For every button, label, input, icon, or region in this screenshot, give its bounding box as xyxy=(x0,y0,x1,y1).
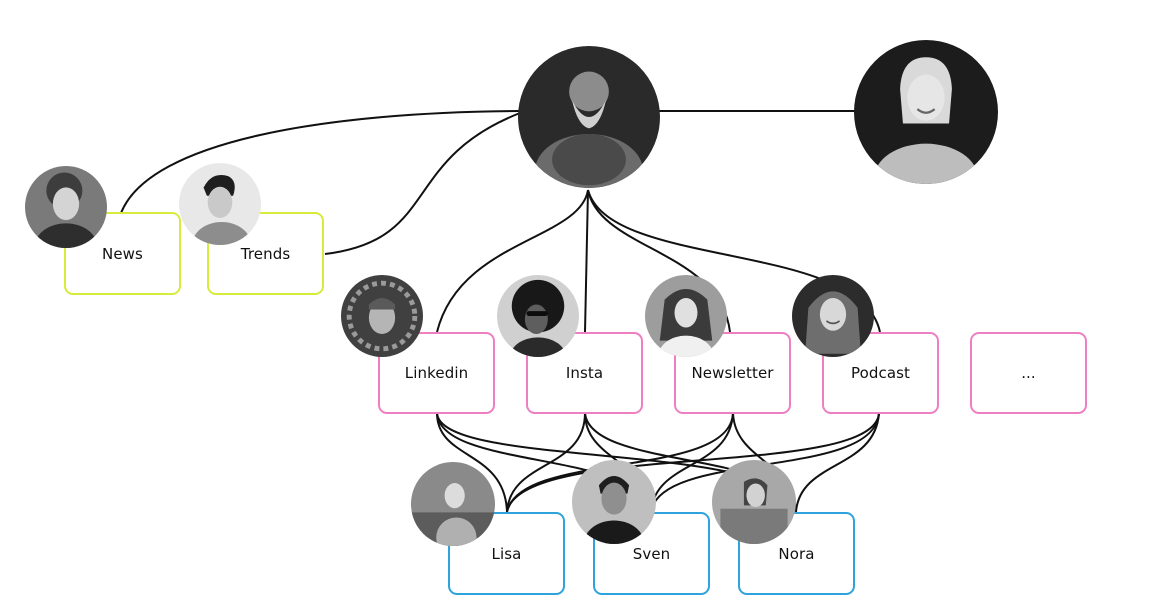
source-label-trends: Trends xyxy=(240,244,291,263)
connector-insta-to-lisa xyxy=(506,412,586,513)
person-label-nora: Nora xyxy=(778,544,815,563)
hub-avatar[interactable] xyxy=(518,46,660,188)
portrait-icon xyxy=(179,163,261,245)
person-avatar-nora xyxy=(712,460,796,544)
person-label-sven: Sven xyxy=(632,544,671,563)
connector-linkedin-to-lisa xyxy=(436,412,508,513)
portrait-icon xyxy=(25,166,107,248)
portrait-icon xyxy=(341,275,423,357)
channel-label-more: ... xyxy=(1021,364,1036,382)
channel-label-podcast: Podcast xyxy=(850,364,911,382)
partner-avatar[interactable] xyxy=(854,40,998,184)
portrait-icon xyxy=(792,275,874,357)
connector-hub-to-linkedin xyxy=(436,189,589,333)
channel-avatar-insta xyxy=(497,275,579,357)
source-box-trends[interactable]: Trends xyxy=(207,212,324,295)
connector-hub-to-trends xyxy=(324,112,521,255)
connector-podcast-to-nora xyxy=(795,412,880,513)
source-label-news: News xyxy=(102,244,143,263)
portrait-icon xyxy=(572,460,656,544)
channel-label-linkedin: Linkedin xyxy=(404,364,469,382)
channel-box-more[interactable]: ... xyxy=(970,332,1087,414)
channel-avatar-newsletter xyxy=(645,275,727,357)
channel-label-insta: Insta xyxy=(565,364,604,382)
portrait-icon xyxy=(645,275,727,357)
channel-label-newsletter: Newsletter xyxy=(691,364,774,382)
source-avatar-trends xyxy=(179,163,261,245)
source-avatar-news xyxy=(25,166,107,248)
portrait-icon xyxy=(854,40,998,184)
person-label-lisa: Lisa xyxy=(491,544,522,563)
portrait-icon xyxy=(518,46,660,188)
portrait-icon xyxy=(411,462,495,546)
portrait-icon xyxy=(497,275,579,357)
connector-hub-to-insta xyxy=(584,189,589,333)
connector-hub-to-news xyxy=(120,110,521,214)
channel-avatar-podcast xyxy=(792,275,874,357)
channel-avatar-linkedin xyxy=(341,275,423,357)
portrait-icon xyxy=(712,460,796,544)
person-avatar-lisa xyxy=(411,462,495,546)
person-avatar-sven xyxy=(572,460,656,544)
channel-box-linkedin[interactable]: Linkedin xyxy=(378,332,495,414)
connector-podcast-to-lisa xyxy=(506,412,880,513)
